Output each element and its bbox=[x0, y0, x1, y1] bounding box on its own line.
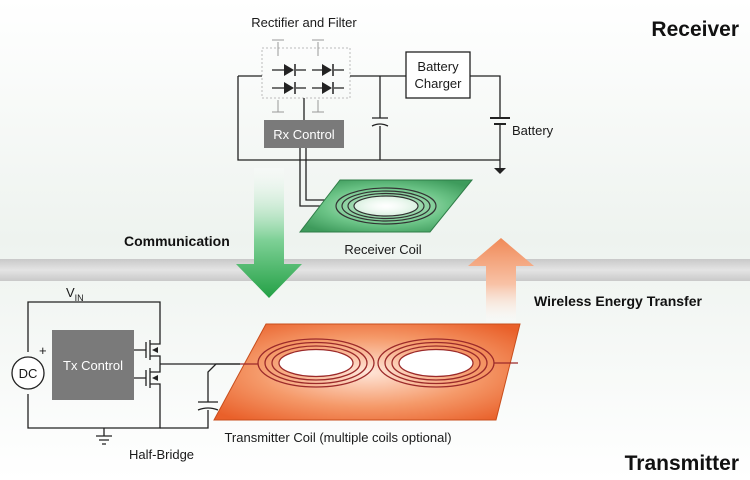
receiver-coil bbox=[298, 179, 474, 233]
energy-transfer-label: Wireless Energy Transfer bbox=[534, 293, 703, 309]
diode-icon bbox=[272, 64, 306, 76]
battery-charger-line2: Charger bbox=[415, 76, 463, 91]
diode-icon bbox=[312, 82, 344, 94]
transmitter-coil bbox=[213, 323, 521, 421]
transmitter-circuit: VIN DC + Tx Control Half-Bridge bbox=[11, 285, 240, 462]
energy-transfer-arrow bbox=[468, 238, 534, 322]
rectifier-bridge bbox=[261, 39, 351, 113]
battery-charger-box bbox=[405, 51, 471, 99]
separator-band bbox=[0, 259, 750, 281]
diode-icon bbox=[312, 64, 344, 76]
receiver-circuit: Rectifier and Filter bbox=[237, 15, 554, 207]
dc-plus: + bbox=[39, 343, 47, 358]
receiver-coil-label: Receiver Coil bbox=[344, 242, 421, 257]
half-bridge-label: Half-Bridge bbox=[129, 447, 194, 462]
transmitter-coil-label: Transmitter Coil (multiple coils optiona… bbox=[224, 430, 451, 445]
rectifier-label: Rectifier and Filter bbox=[251, 15, 357, 30]
dc-source bbox=[11, 356, 45, 390]
tx-control-box bbox=[52, 330, 134, 400]
battery-label: Battery bbox=[512, 123, 554, 138]
diode-icon bbox=[272, 82, 306, 94]
coil-left bbox=[257, 338, 375, 388]
rx-control-box bbox=[264, 120, 344, 148]
vin-label: VIN bbox=[66, 285, 84, 303]
communication-arrow bbox=[236, 168, 302, 298]
transistor-icon bbox=[134, 340, 161, 364]
communication-label: Communication bbox=[124, 233, 230, 249]
rx-control-label: Rx Control bbox=[273, 127, 335, 142]
dc-label: DC bbox=[19, 366, 38, 381]
transmitter-title: Transmitter bbox=[625, 452, 739, 475]
battery-charger-line1: Battery bbox=[417, 59, 459, 74]
tx-control-label: Tx Control bbox=[63, 358, 123, 373]
transistor-icon bbox=[134, 364, 161, 388]
receiver-title: Receiver bbox=[651, 18, 739, 41]
